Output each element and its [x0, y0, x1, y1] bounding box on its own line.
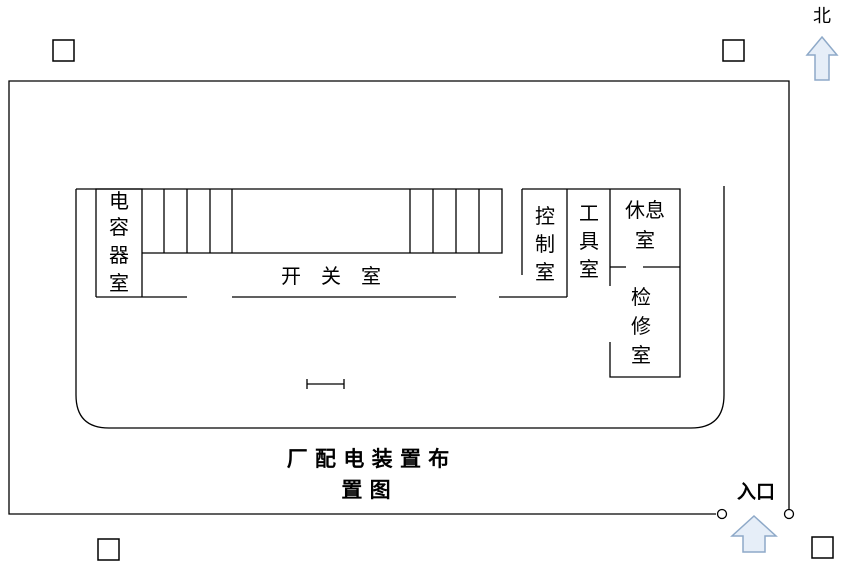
rest-room-line: 室	[635, 228, 655, 252]
switchgear-cabinets-left	[163, 189, 233, 253]
building-outline	[75, 186, 725, 429]
corner-marker-top-right	[722, 39, 745, 62]
entrance-label: 入口	[737, 481, 775, 503]
tool-room-label: 工 具 室	[579, 201, 599, 281]
capacitor-room-char: 器	[109, 243, 129, 267]
capacitor-room-char: 室	[109, 271, 129, 295]
corner-marker-bottom-right	[811, 536, 834, 559]
tool-room-char: 具	[579, 229, 599, 253]
control-room-char: 控	[535, 204, 555, 228]
scale-marker-icon	[306, 379, 345, 389]
capacitor-room-char: 容	[109, 215, 129, 239]
diagram-caption-line2: 置 图	[341, 478, 390, 502]
switchgear-cabinets-right	[409, 189, 480, 253]
repair-room-char: 检	[631, 285, 651, 309]
repair-room-label: 检 修 室	[631, 285, 651, 367]
repair-room-char: 修	[631, 314, 651, 338]
rest-room-line: 休息	[625, 198, 665, 222]
repair-room-char: 室	[631, 343, 651, 367]
tool-room-char: 工	[579, 201, 599, 225]
diagram-caption-line1: 厂 配 电 装 置 布	[287, 447, 450, 471]
site-boundary	[8, 80, 790, 515]
corner-marker-top-left	[52, 39, 75, 62]
rest-room-label: 休息 室	[625, 198, 665, 252]
control-room-walls	[521, 188, 681, 275]
entrance-arrow-icon	[730, 514, 778, 553]
north-label: 北	[813, 6, 831, 27]
gate-post-right	[783, 508, 795, 520]
gate-post-left	[716, 508, 728, 520]
repair-room-walls	[609, 267, 681, 378]
control-room-char: 室	[535, 260, 555, 284]
corner-marker-bottom-left	[97, 538, 120, 561]
control-room-char: 制	[535, 232, 555, 256]
north-arrow-icon	[805, 35, 839, 81]
control-room-label: 控 制 室	[535, 204, 555, 284]
capacitor-room-char: 电	[109, 189, 129, 213]
switch-room-wall	[76, 188, 503, 254]
capacitor-room-label: 电 容 器 室	[109, 189, 129, 295]
tool-room-char: 室	[579, 257, 599, 281]
switch-room-label: 开 关 室	[281, 264, 381, 288]
